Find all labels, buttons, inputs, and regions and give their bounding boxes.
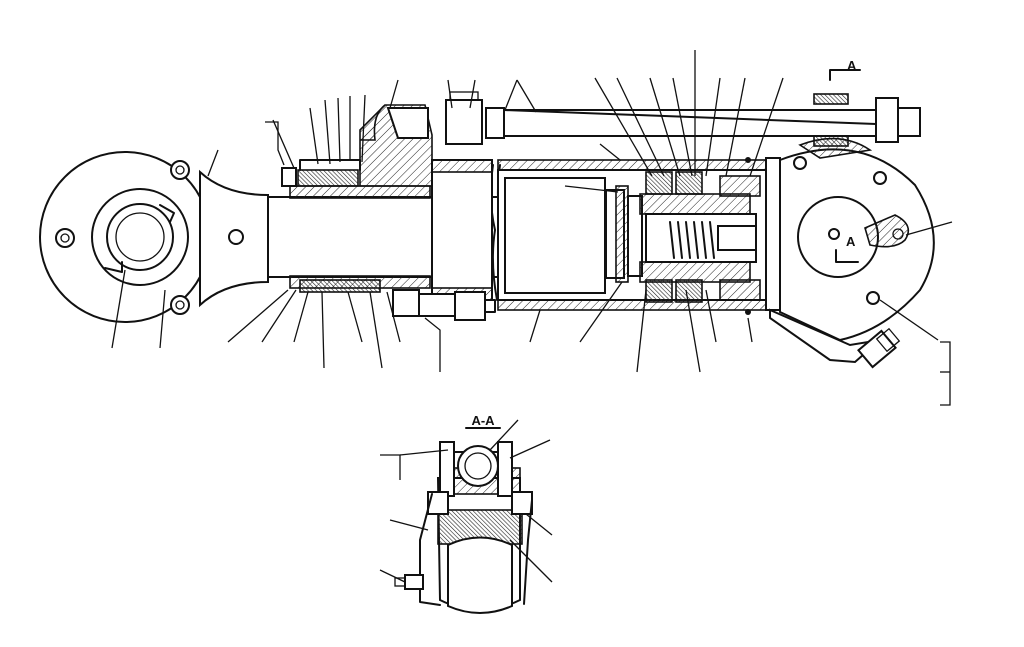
- section-marker-eye: A: [846, 234, 856, 249]
- flange-bolts: [55, 160, 190, 315]
- section-view-leader-lines: [379, 419, 553, 583]
- rod-eye-flange: [39, 151, 269, 323]
- section-view-title: A-A: [471, 413, 495, 428]
- callout-leader-lines: [111, 50, 953, 406]
- grease-nipple: [857, 327, 901, 369]
- piston-assembly: [605, 157, 761, 315]
- section-view-a-a: [379, 419, 553, 614]
- lower-port-fitting: [392, 289, 496, 321]
- section-marker-top: A: [847, 58, 857, 73]
- hydraulic-pipe: [386, 91, 921, 147]
- end-cap-eye: [765, 69, 935, 369]
